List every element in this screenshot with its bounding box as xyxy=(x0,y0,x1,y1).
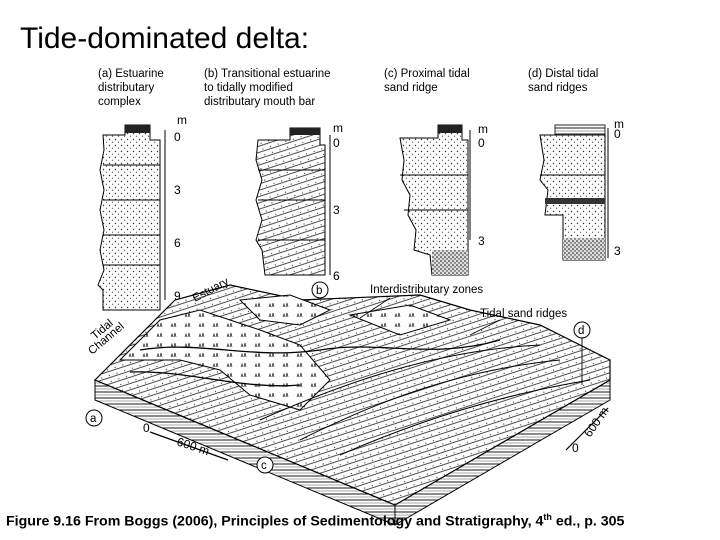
column-c-caption: (c) Proximal tidal sand ridge xyxy=(384,68,473,94)
marker-b: b xyxy=(316,285,322,297)
column-c: (c) Proximal tidal sand ridge m 0 3 xyxy=(384,68,488,276)
delta-block-diagram: 0 600 m 0 600 m Estuary Tidal Channel In… xyxy=(85,276,612,526)
marker-d: d xyxy=(578,325,584,337)
column-d: (d) Distal tidal sand ridges m 0 3 xyxy=(528,68,624,261)
column-b-tick-6: 6 xyxy=(333,269,340,283)
marker-a: a xyxy=(90,413,97,425)
column-a-caption: (a) Estuarine distributary complex xyxy=(98,68,167,108)
column-b: (b) Transitional estuarine to tidally mo… xyxy=(204,68,343,283)
column-b-tick-0: 0 xyxy=(333,136,340,150)
label-tidal-sand-ridges: Tidal sand ridges xyxy=(480,308,567,320)
column-d-tick-0: 0 xyxy=(614,127,621,141)
column-a-tick-9: 9 xyxy=(174,289,181,303)
scale-y-zero: 0 xyxy=(572,441,579,455)
label-interdistributary-zones: Interdistributary zones xyxy=(370,284,483,296)
column-a-tick-3: 3 xyxy=(174,183,181,197)
column-d-caption: (d) Distal tidal sand ridges xyxy=(528,68,602,94)
column-d-unit: m xyxy=(614,117,624,131)
column-c-tick-0: 0 xyxy=(478,136,485,150)
column-b-tick-3: 3 xyxy=(333,203,340,217)
column-a-tick-0: 0 xyxy=(174,130,181,144)
column-a-tick-6: 6 xyxy=(174,236,181,250)
column-a: (a) Estuarine distributary complex m 0 3… xyxy=(97,68,187,311)
column-d-tick-3: 3 xyxy=(614,244,621,258)
column-a-unit: m xyxy=(177,113,187,127)
column-c-unit: m xyxy=(478,122,488,136)
column-b-unit: m xyxy=(333,121,343,135)
figure-caption: Figure 9.16 From Boggs (2006), Principle… xyxy=(6,512,625,530)
column-b-caption: (b) Transitional estuarine to tidally mo… xyxy=(204,68,334,108)
scale-x-zero: 0 xyxy=(143,421,150,435)
slide-title: Tide-dominated delta: xyxy=(20,22,310,55)
marker-c: c xyxy=(261,460,267,472)
column-c-tick-3: 3 xyxy=(478,234,485,248)
